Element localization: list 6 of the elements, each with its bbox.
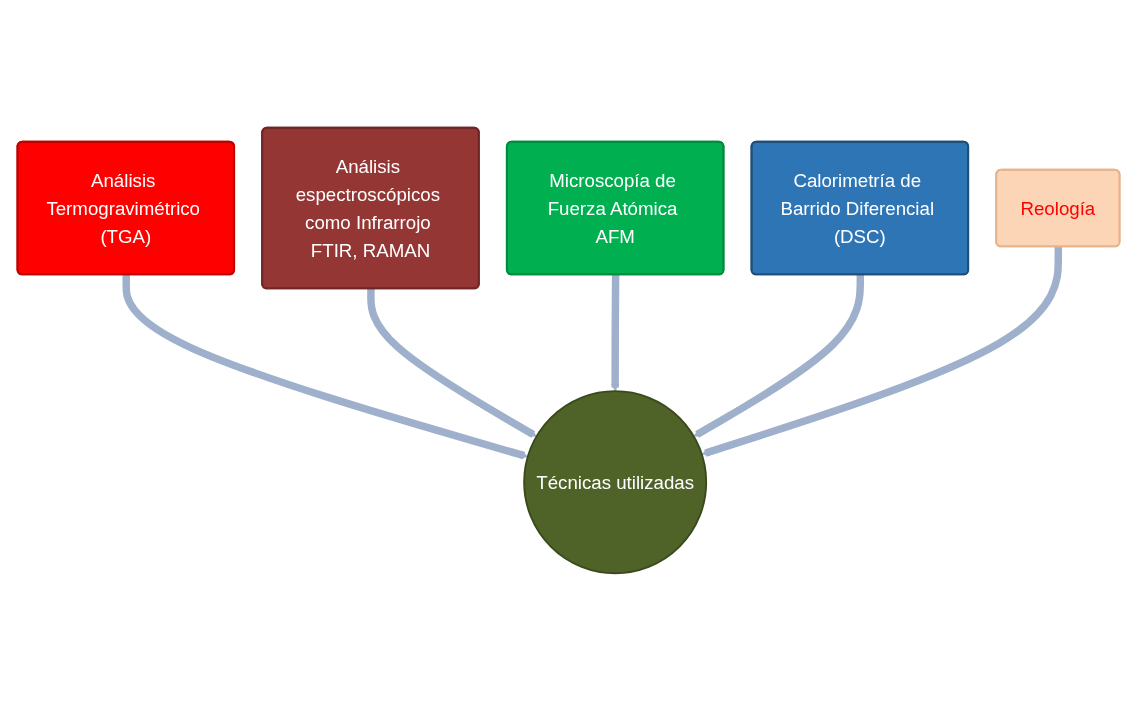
node-circle: Técnicas utilizadas: [523, 390, 708, 575]
arrow: [701, 246, 1063, 457]
arrow: [611, 274, 620, 392]
arrow: [693, 274, 865, 438]
arrow: [367, 288, 537, 438]
arrow: [122, 274, 529, 460]
